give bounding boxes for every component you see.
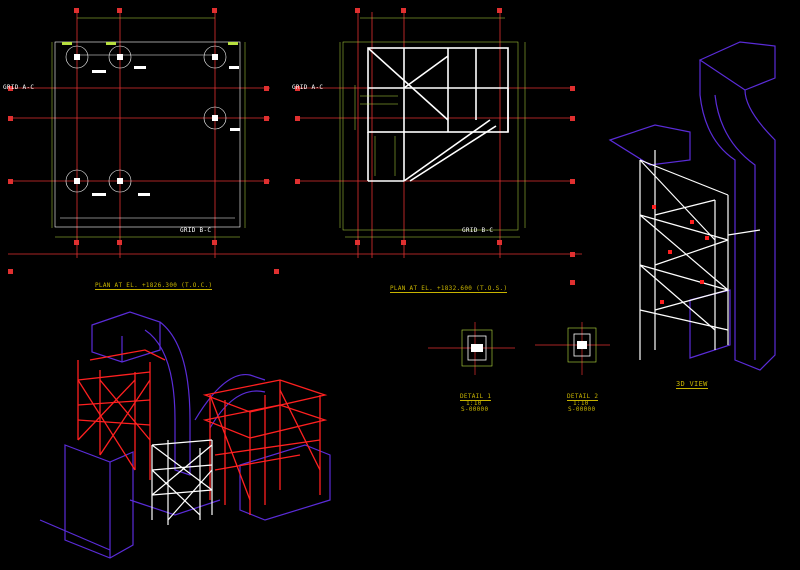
3d-view-tower <box>639 150 761 360</box>
left-plan-columns <box>65 45 227 193</box>
left-plan-notes <box>92 66 240 196</box>
3d-view-title: 3D VIEW <box>676 380 708 389</box>
left-plan-grid <box>8 12 582 258</box>
grid-tag-right-b: GRID B-C <box>462 227 494 234</box>
detail-2-title: DETAIL 2 <box>567 393 599 401</box>
detail-1-ref: S-00000 <box>461 406 489 413</box>
right-plan-framing <box>367 47 509 182</box>
left-plan-tags <box>62 42 238 45</box>
iso-red-frame-left <box>77 349 166 480</box>
left-plan-column-cores <box>74 54 218 184</box>
grid-tag-right-a: GRID A-C <box>292 84 324 91</box>
detail-2-scale: 1:10 <box>573 400 589 407</box>
left-plan-outline <box>54 41 241 228</box>
plan-left-title: PLAN AT EL. +1826.300 (T.O.C.) <box>95 282 213 290</box>
grid-tag-left-b: GRID B-C <box>180 227 212 234</box>
iso-white-tower <box>151 439 213 525</box>
detail-1-title: DETAIL 1 <box>460 393 492 401</box>
detail-1-drawing <box>428 322 515 375</box>
right-plan-grid <box>295 12 575 258</box>
detail-2-ref: S-00000 <box>568 406 596 413</box>
3d-view-connections <box>652 205 709 304</box>
detail-1-scale: 1:10 <box>466 400 482 407</box>
right-plan-bubbles <box>295 8 575 285</box>
left-plan-dimensions <box>51 17 246 238</box>
right-plan-members <box>354 85 398 176</box>
iso-red-frame-right <box>202 379 328 515</box>
plan-right-title: PLAN AT EL. +1832.600 (T.O.S.) <box>390 285 508 293</box>
left-plan-bubbles <box>8 8 279 274</box>
grid-tag-left-a: GRID A-C <box>3 84 35 91</box>
iso-duct-blocks <box>39 311 331 559</box>
detail-2-drawing <box>535 322 610 375</box>
right-plan-dimensions <box>339 17 526 238</box>
